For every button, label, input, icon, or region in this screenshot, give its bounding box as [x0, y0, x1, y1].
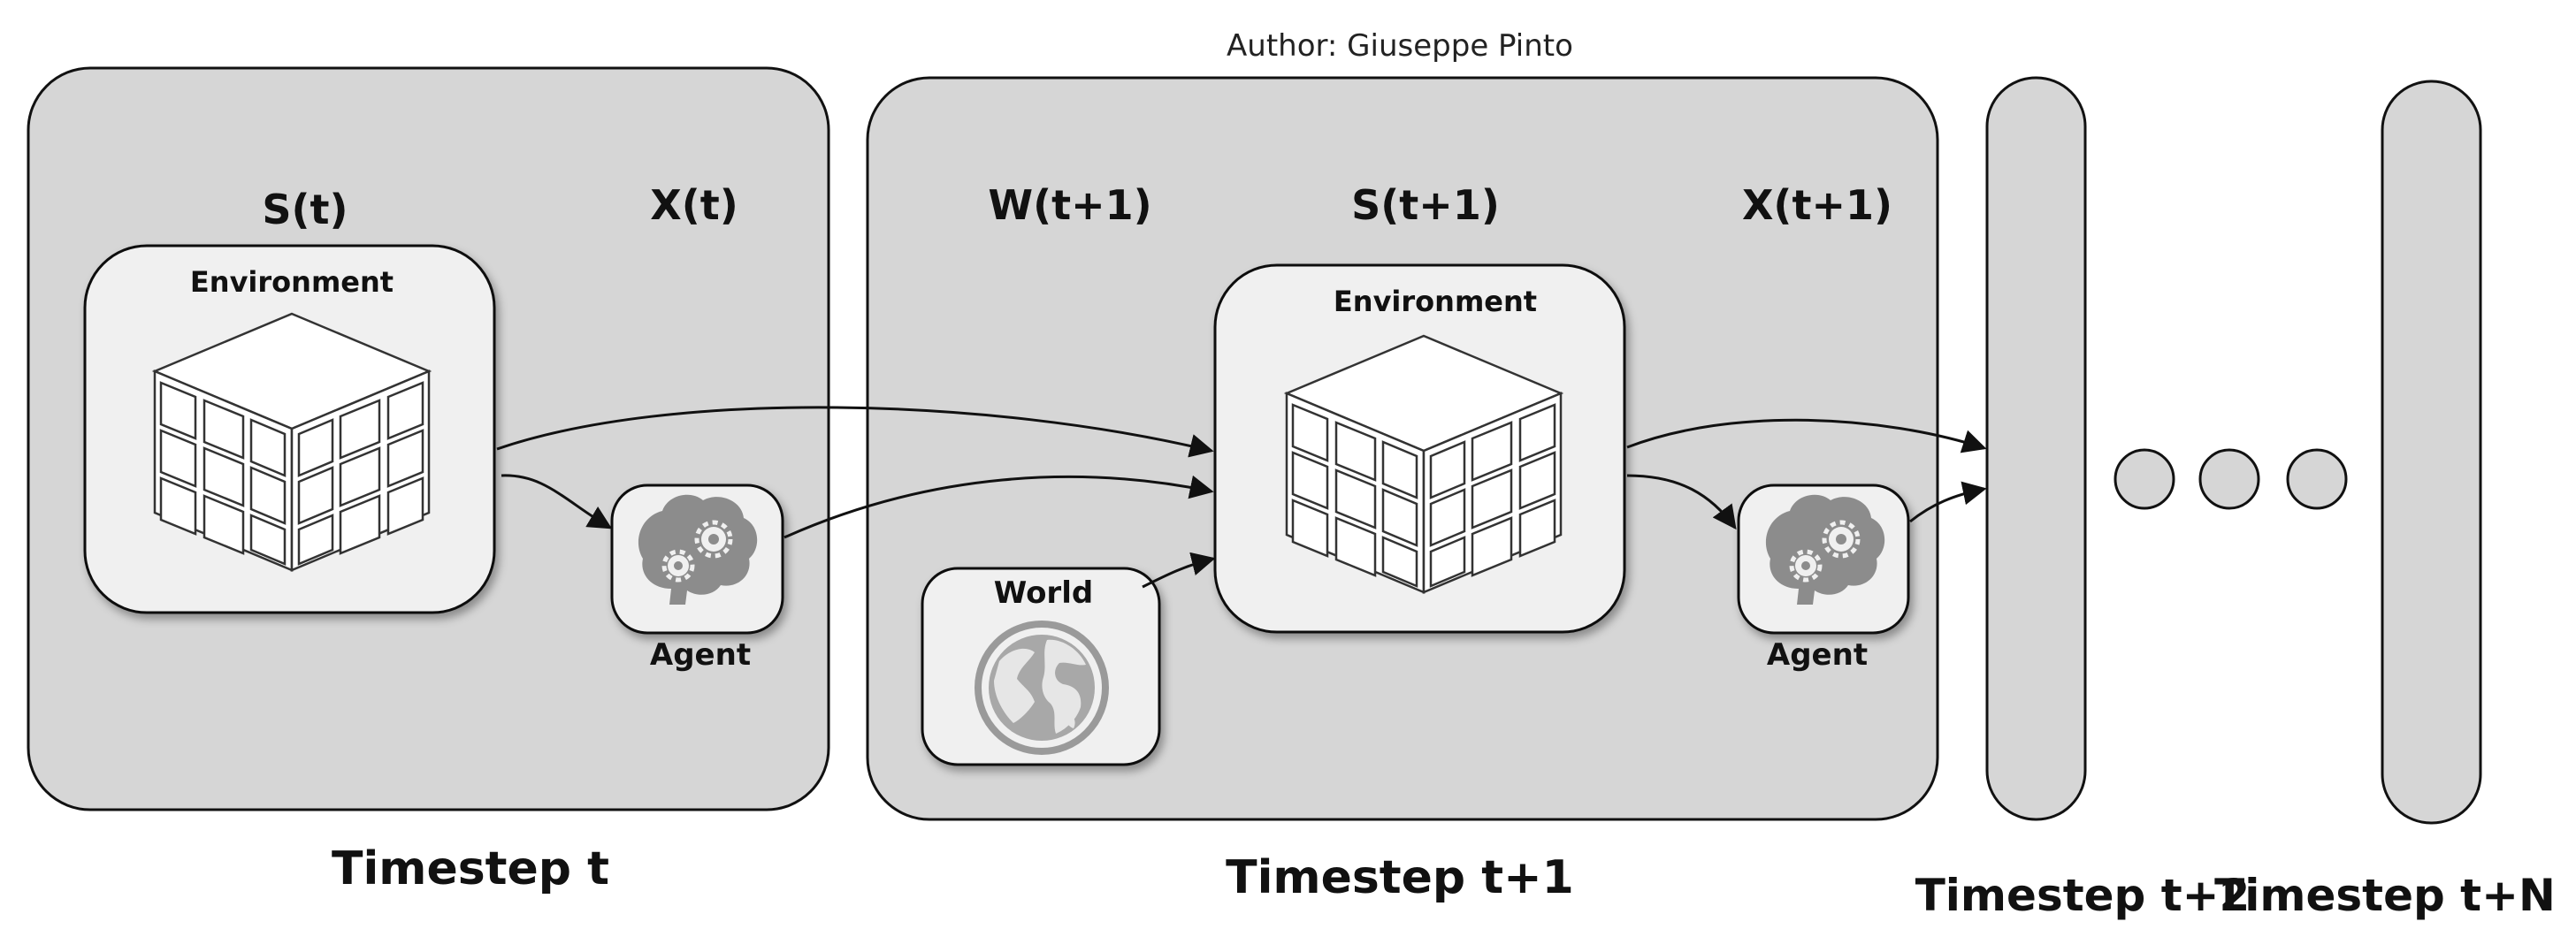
state-label-t: S(t) [262, 186, 348, 233]
caption-timestep-tn: Timestep t+N [2214, 870, 2556, 921]
author-credit: Author: Giuseppe Pinto [1227, 28, 1573, 64]
arrow-world-to-env-t1 [1142, 552, 1216, 589]
ellipsis-dots [2114, 448, 2348, 510]
agent-label-t1: Agent [1767, 637, 1868, 673]
agent-box-t1 [1737, 484, 1910, 635]
ellipsis-dot [2114, 448, 2175, 510]
world-box-t1: World [921, 567, 1161, 766]
arrow-env-t1-to-agent-t1 [1626, 474, 1737, 530]
environment-box-t1: Environment [1213, 263, 1626, 634]
world-input-label-t1: W(t+1) [988, 181, 1151, 229]
arrow-env-t1-to-next [1626, 418, 1987, 453]
agent-box-t [610, 484, 784, 635]
action-label-t: X(t) [650, 181, 738, 229]
world-label-t1: World [994, 575, 1093, 611]
state-label-t1: S(t+1) [1351, 181, 1500, 229]
arrow-agent-t1-to-next [1909, 481, 1987, 523]
ellipsis-dot [2286, 448, 2348, 510]
flow-arrows [496, 406, 1987, 589]
ellipsis-dot [2198, 448, 2260, 510]
environment-label-t1: Environment [1334, 285, 1537, 318]
action-label-t1: X(t+1) [1742, 181, 1892, 229]
agent-label-t: Agent [650, 637, 751, 673]
timestep-t-panel: S(t) X(t) Environment Agent [27, 66, 830, 811]
arrow-env-t-to-env-t1 [496, 406, 1214, 458]
caption-timestep-t: Timestep t [332, 842, 609, 895]
arrow-env-t-to-agent-t [501, 474, 613, 529]
timestep-t1-panel: W(t+1) S(t+1) X(t+1) Environment World A… [866, 76, 1939, 821]
caption-timestep-t1: Timestep t+1 [1226, 851, 1574, 904]
arrow-agent-t-to-env-t1 [784, 475, 1214, 539]
environment-box-t: Environment [83, 244, 496, 614]
timestep-tn-panel [2381, 80, 2482, 825]
globe-icon [978, 624, 1105, 751]
timestep-t2-panel [1985, 76, 2087, 821]
caption-timestep-t2: Timestep t+2 [1915, 870, 2251, 921]
environment-label-t: Environment [190, 265, 394, 299]
